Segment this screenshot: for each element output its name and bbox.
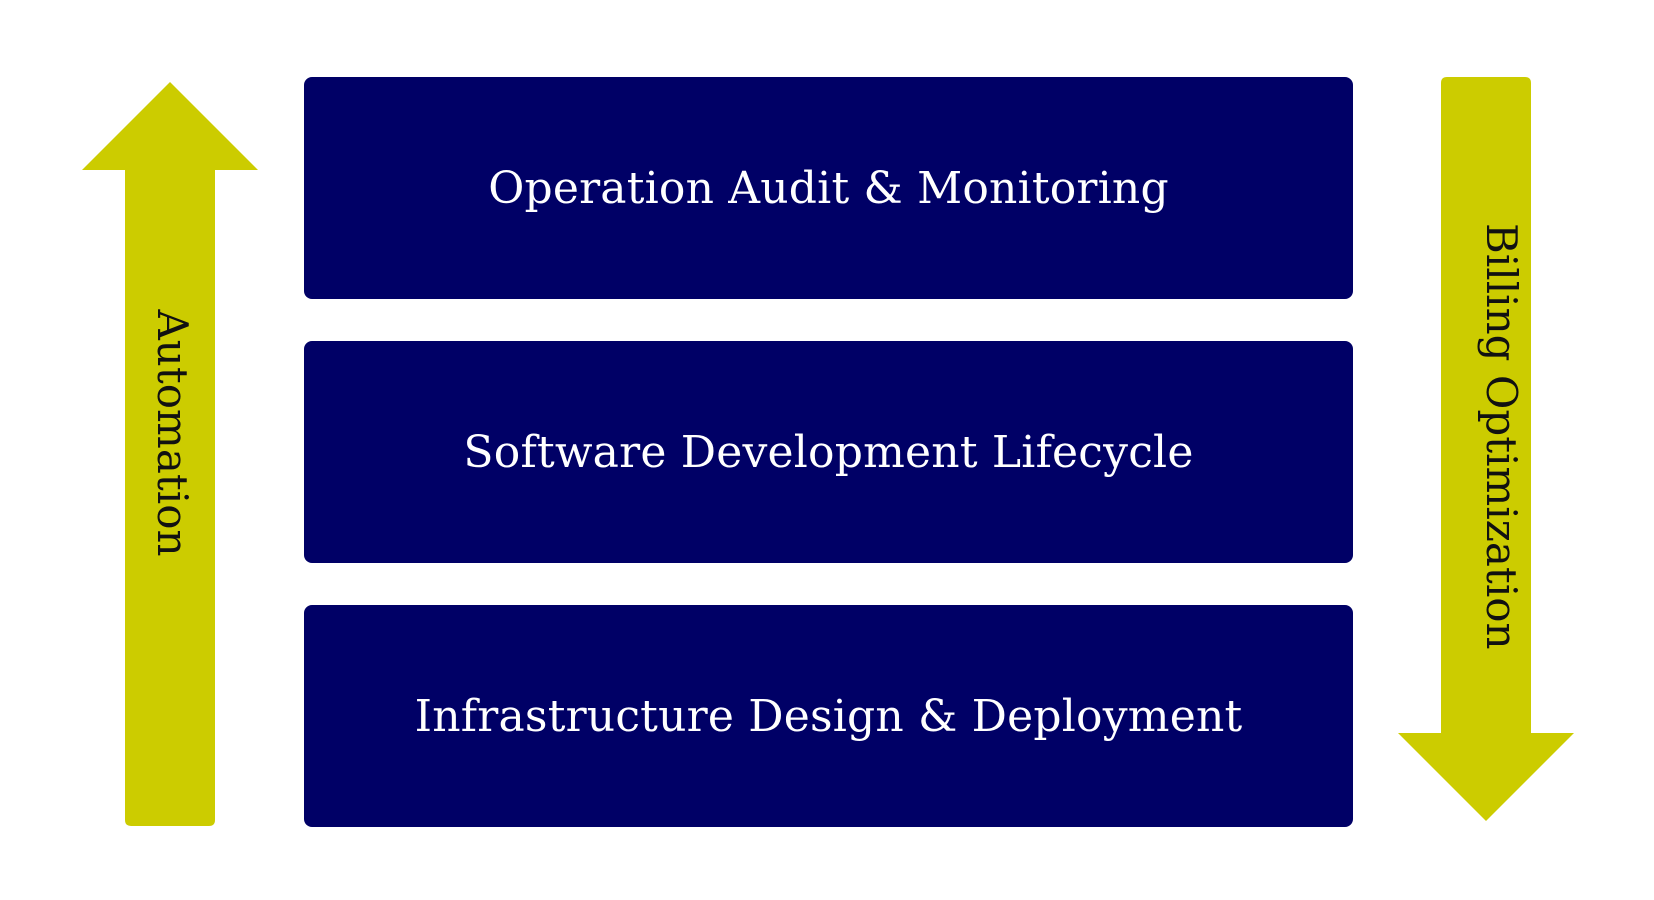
arrow-up-icon (82, 82, 258, 826)
layer-label: Software Development Lifecycle (463, 426, 1194, 478)
layer-label: Operation Audit & Monitoring (488, 162, 1169, 214)
layer-software-development-lifecycle: Software Development Lifecycle (304, 341, 1353, 563)
billing-arrow-shape (1398, 77, 1574, 821)
layer-label: Infrastructure Design & Deployment (414, 690, 1243, 742)
arrow-down-icon (1398, 77, 1574, 821)
automation-arrow-shape (82, 82, 258, 826)
layer-infrastructure-design-deployment: Infrastructure Design & Deployment (304, 605, 1353, 827)
billing-optimization-label: Billing Optimization (1477, 223, 1526, 650)
layer-operation-audit-monitoring: Operation Audit & Monitoring (304, 77, 1353, 299)
automation-label: Automation (148, 309, 197, 557)
